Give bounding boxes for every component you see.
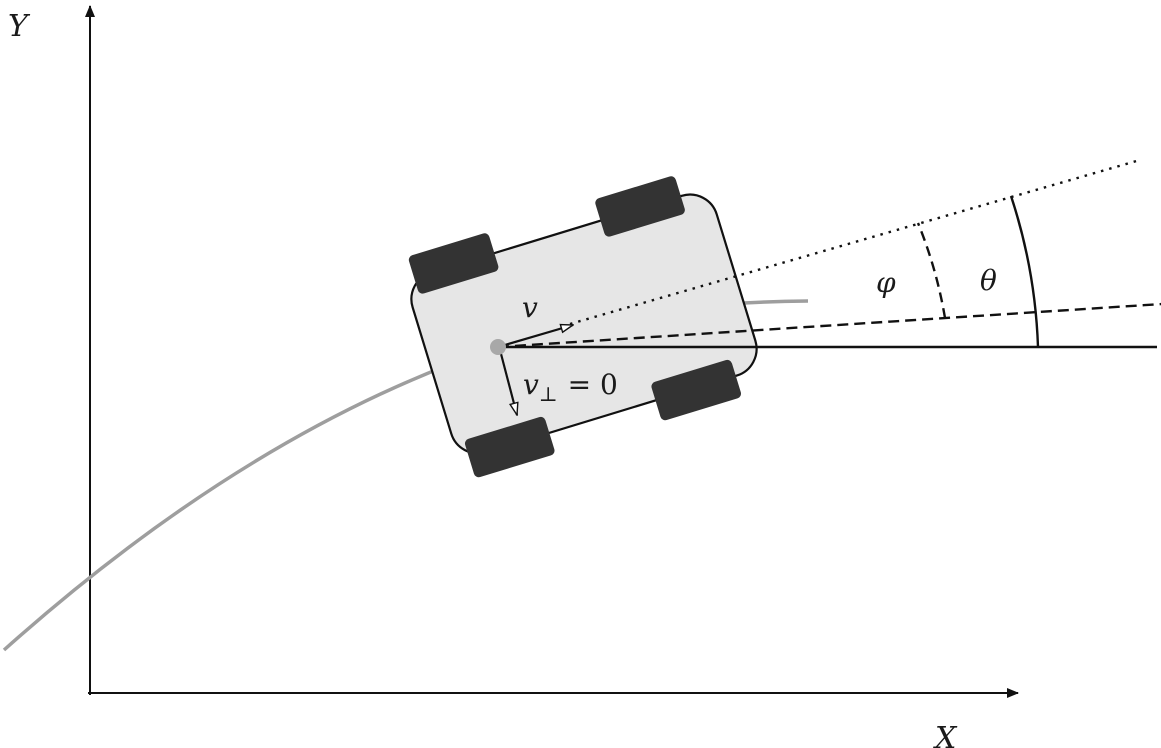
x-axis-label: X	[933, 721, 958, 748]
lateral-velocity-value: = 0	[568, 368, 618, 401]
velocity-label: v	[522, 291, 538, 324]
steering-angle-label: φ	[876, 266, 896, 299]
lateral-velocity-symbol: v	[523, 368, 539, 401]
wheel-rear-left	[408, 233, 499, 294]
reference-point	[490, 339, 506, 355]
lateral-velocity-subscript: ⊥	[539, 382, 558, 406]
vehicle-body	[410, 193, 758, 455]
heading-line	[497, 302, 1161, 349]
wheel-front-right	[651, 359, 741, 421]
lateral-velocity-vector	[498, 349, 517, 415]
velocity-vector	[497, 325, 573, 349]
heading-angle-label: θ	[980, 264, 997, 297]
theta-angle-arc	[1009, 195, 1040, 348]
wheel-front-left	[595, 176, 685, 237]
phi-angle-arc	[916, 222, 947, 319]
lateral-velocity-label: v⊥ = 0	[523, 368, 618, 406]
vehicle	[408, 176, 758, 478]
wheel-rear-right	[464, 416, 555, 478]
y-axis-label: Y	[8, 9, 31, 44]
velocity-direction-line	[569, 158, 1141, 326]
